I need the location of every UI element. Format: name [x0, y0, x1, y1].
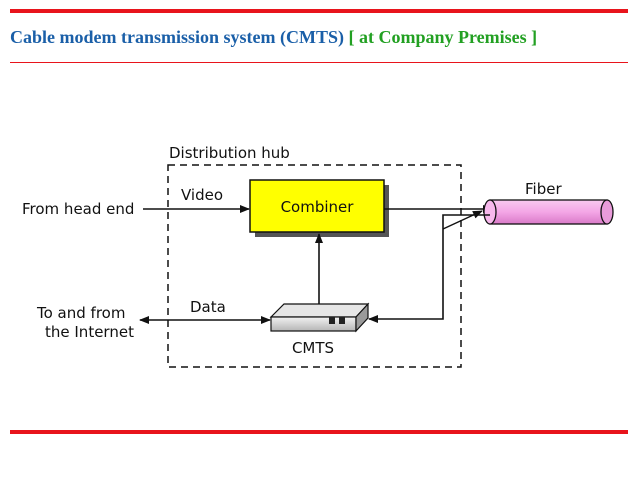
- title-subtitle: [ at Company Premises ]: [348, 27, 538, 47]
- internet-label-line2: the Internet: [45, 323, 134, 341]
- fiber-return-path: [368, 214, 490, 323]
- distribution-hub-box: [167, 164, 462, 368]
- head-end-label: From head end: [22, 200, 134, 218]
- title-underline: [10, 62, 628, 63]
- fiber-cable: [483, 199, 614, 225]
- fiber-return-tap-arrow: [442, 210, 483, 230]
- cmts-label: CMTS: [292, 339, 334, 357]
- combiner-label: Combiner: [281, 198, 355, 216]
- bottom-red-bar: [10, 430, 628, 434]
- hub-label: Distribution hub: [169, 144, 290, 162]
- cmts-device: [269, 302, 370, 333]
- combiner-box: [249, 179, 385, 233]
- slide-title: Cable modem transmission system (CMTS) […: [10, 27, 537, 48]
- title-main: Cable modem transmission system (CMTS): [10, 27, 344, 47]
- top-red-bar: [10, 9, 628, 13]
- data-label: Data: [190, 298, 226, 316]
- video-label: Video: [181, 186, 223, 204]
- fiber-label: Fiber: [525, 180, 562, 198]
- internet-label-line1: To and from: [36, 304, 125, 322]
